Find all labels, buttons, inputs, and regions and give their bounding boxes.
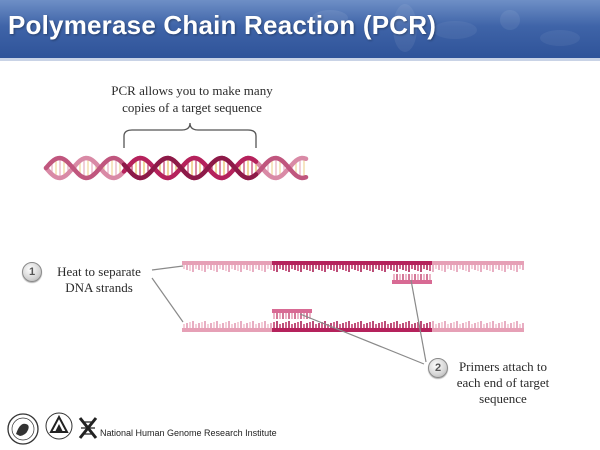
primer-bottom: [272, 309, 312, 319]
pointer-step2-bottom: [299, 313, 425, 365]
target-bracket: [123, 122, 257, 148]
dna-strand-top: [182, 261, 524, 272]
step-2-badge: 2: [428, 358, 448, 378]
intro-line-1: PCR allows you to make many: [111, 83, 273, 98]
header-decoration: [312, 4, 580, 52]
nih-logo: [45, 412, 73, 440]
step-2-line-2: each end of target: [456, 375, 550, 390]
pointer-step1-top: [151, 265, 184, 271]
institute-name: National Human Genome Research Institute: [100, 428, 277, 438]
header-divider: [0, 58, 600, 61]
step-1-line-2: DNA strands: [65, 280, 133, 295]
pointer-step1-bottom: [151, 277, 184, 323]
step-2-line-1: Primers attach to: [458, 359, 548, 374]
step-1-badge: 1: [22, 262, 42, 282]
slide-header: Polymerase Chain Reaction (PCR): [0, 0, 600, 58]
step-2-line-3: sequence: [479, 391, 527, 406]
dna-double-helix: [43, 155, 309, 181]
nhgri-logo: [78, 417, 98, 439]
primer-top: [392, 274, 432, 284]
slide-title: Polymerase Chain Reaction (PCR): [8, 10, 437, 40]
hhs-logo: [7, 413, 39, 445]
dna-strand-bottom: [182, 321, 524, 332]
step-1-line-1: Heat to separate: [57, 264, 141, 279]
intro-line-2: copies of a target sequence: [122, 100, 262, 115]
pointer-step2-top: [410, 279, 427, 363]
